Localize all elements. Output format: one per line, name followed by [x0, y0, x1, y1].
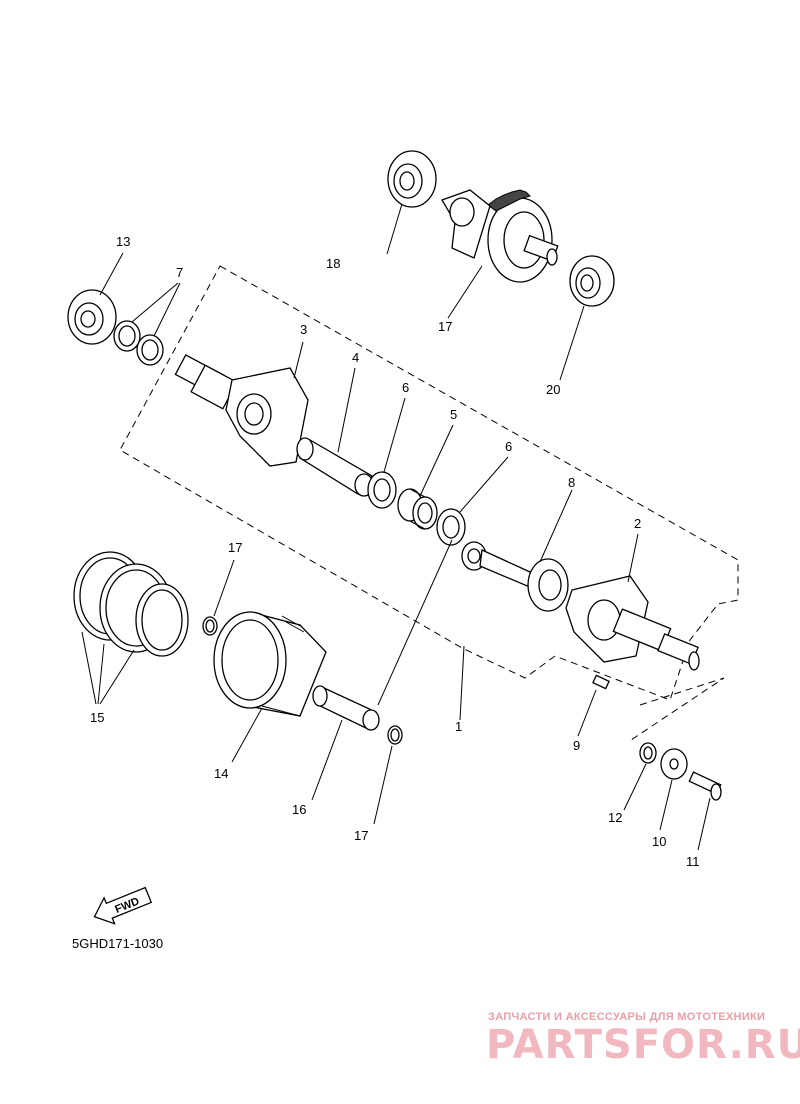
callout-labels: 13 7 3 4 6 5 6 8 2 18 17 20 1 9 15 17 14…: [90, 234, 700, 869]
fwd-arrow: FWD: [93, 886, 153, 925]
callout-19: 18: [326, 256, 340, 271]
crank-pin-4: [296, 437, 374, 497]
callout-2: 2: [634, 516, 641, 531]
piston-pin-16: [312, 685, 380, 731]
callout-7: 8: [568, 475, 575, 490]
callout-4: 4: [352, 350, 359, 365]
watermark-brand: PARTSFOR.RU: [486, 1022, 800, 1068]
needle-bearing-5: [397, 488, 438, 530]
shims-8: [113, 320, 164, 366]
bolt-11: [688, 771, 722, 801]
callout-20: 20: [546, 382, 560, 397]
callout-6b: 6: [505, 439, 512, 454]
watermark-tagline: ЗАПЧАСТИ И АКСЕССУАРЫ ДЛЯ МОТОТЕХНИКИ: [488, 1011, 765, 1023]
bearing-20: [569, 255, 615, 307]
balancer-shaft-18: [441, 189, 559, 283]
callout-14: 14: [214, 766, 228, 781]
callout-10: 10: [652, 834, 666, 849]
callout-11: 11: [686, 854, 700, 869]
key-9: [592, 674, 610, 690]
callout-12: 12: [608, 810, 622, 825]
crank-right-2: [565, 575, 700, 671]
callout-16: 16: [292, 802, 306, 817]
leader-lines: [81, 203, 711, 851]
plate-washer-10: [660, 748, 688, 780]
washer-6a: [367, 471, 397, 509]
connecting-rod-7: [461, 541, 569, 612]
callout-18: 17: [438, 319, 452, 334]
callout-9: 9: [573, 738, 580, 753]
callout-6a: 6: [402, 380, 409, 395]
diagram-code: 5GHD171-1030: [72, 936, 163, 951]
bearing-19: [387, 150, 437, 208]
callout-3: 3: [300, 322, 307, 337]
callout-17b: 17: [354, 828, 368, 843]
piston-14: [213, 611, 327, 717]
callout-17a: 17: [228, 540, 242, 555]
circlip-17a: [202, 616, 218, 636]
washer-6b: [436, 508, 466, 546]
callout-1: 1: [455, 719, 462, 734]
callout-8: 7: [176, 265, 183, 280]
callout-5: 5: [450, 407, 457, 422]
crank-left-3: [174, 354, 309, 467]
bearing-13: [67, 289, 117, 345]
piston-rings-15: [73, 551, 189, 657]
callout-15: 15: [90, 710, 104, 725]
callout-13: 13: [116, 234, 130, 249]
bolt-group-boundary: [627, 677, 725, 743]
circlip-17b: [387, 725, 403, 745]
washer-12: [639, 742, 657, 764]
